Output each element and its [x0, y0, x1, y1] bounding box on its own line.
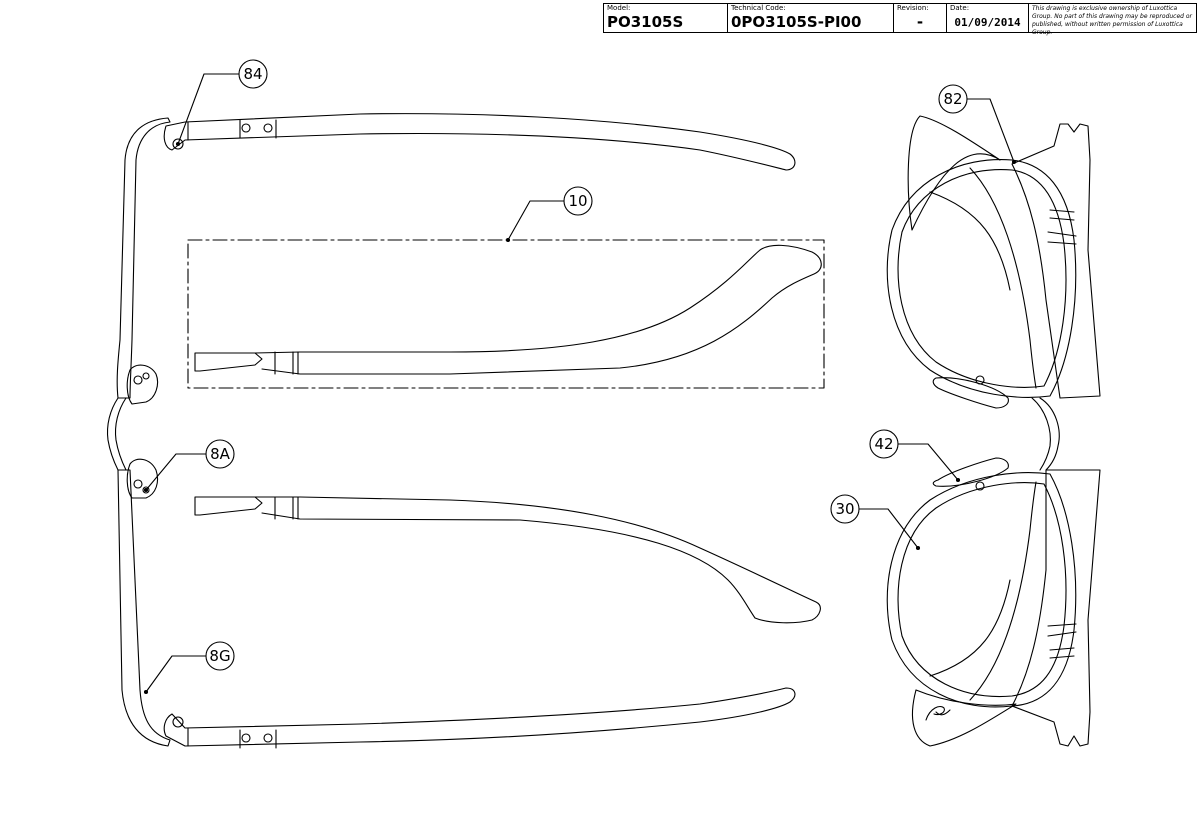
temple-tip-lower: [911, 689, 1017, 747]
callout-42-label: 42: [874, 435, 893, 453]
nose-pad-upper-screw: [975, 375, 985, 385]
callout-8g: 8G: [143, 641, 235, 695]
callout-42-dot: [955, 477, 961, 483]
hinge-block-upper: [126, 364, 159, 405]
lens-lower-reflection: [969, 481, 1037, 701]
front-frame-upper: [116, 117, 171, 399]
temple-upper-rivet-b: [263, 123, 273, 133]
callout-30-leader: [858, 508, 919, 549]
column-mark-4: [1047, 241, 1077, 245]
hinge-pin-upper-b: [142, 372, 150, 380]
persol-logo: [925, 705, 951, 721]
callout-82-leader: [966, 98, 1015, 163]
callout-10-leader: [507, 200, 565, 241]
callout-82-dot: [1011, 159, 1017, 165]
callout-84: 84: [175, 59, 268, 147]
date-cell: Date: 01/09/2014: [947, 4, 1029, 32]
lens-lower: [897, 482, 1067, 698]
revision-cell: Revision: -: [894, 4, 947, 32]
detail-temple: [194, 244, 822, 375]
front-frame-lower: [117, 469, 171, 747]
technical-code-label: Technical Code:: [731, 4, 786, 12]
technical-code-value: 0PO3105S-PI00: [731, 13, 862, 31]
hinge-block-lower: [126, 458, 159, 499]
callout-42-leader: [897, 443, 959, 481]
bridge-front: [1031, 397, 1060, 471]
callout-8a-label: 8A: [210, 445, 231, 463]
temple-arm-upper: [163, 113, 796, 171]
callout-10-dot: [505, 237, 511, 243]
model-label: Model:: [607, 4, 631, 12]
detail-box-border: [187, 239, 825, 389]
temple-tip-upper: [907, 115, 1001, 231]
callout-8g-label: 8G: [209, 647, 230, 665]
lens-upper-reflection-b: [929, 191, 1011, 291]
callout-82-label: 82: [943, 90, 962, 108]
temple-upper-rivet-a: [241, 123, 251, 133]
lens-lower-reflection-b: [929, 579, 1011, 677]
lens-rim-lower: [886, 472, 1077, 708]
callout-84-label: 84: [243, 65, 262, 83]
callout-84-dot: [175, 141, 181, 147]
temple-screw-lower: [172, 716, 184, 728]
temple-screw-upper: [172, 138, 184, 150]
callout-8a-leader: [145, 453, 207, 491]
callout-30-dot: [915, 545, 921, 551]
lens-rim-upper: [886, 159, 1077, 398]
callout-10-label: 10: [568, 192, 587, 210]
column-mark-6: [1047, 631, 1077, 637]
temple-lower-rivet-a: [241, 733, 251, 743]
bridge-top-view: [106, 397, 127, 471]
top-view: [106, 113, 821, 749]
temple-column-upper: [1011, 123, 1101, 399]
nose-pad-lower: [932, 457, 1009, 487]
callout-10: 10: [505, 186, 593, 243]
callout-84-leader: [177, 73, 240, 145]
callout-8g-dot: [143, 689, 149, 695]
hinge-pin-lower: [133, 479, 143, 489]
callout-42: 42: [869, 429, 961, 483]
callout-82: 82: [938, 84, 1017, 165]
lens-upper: [897, 168, 1067, 388]
temple-arm-lower: [163, 687, 796, 747]
nose-pad-lower-screw: [975, 481, 985, 491]
revision-label: Revision:: [897, 4, 929, 12]
ownership-note: This drawing is exclusive ownership of L…: [1032, 5, 1193, 36]
callout-30: 30: [830, 494, 921, 551]
column-mark-7: [1049, 647, 1075, 651]
lens-upper-reflection: [969, 167, 1037, 389]
technical-code-cell: Technical Code: 0PO3105S-PI00: [728, 4, 894, 32]
model-value: PO3105S: [607, 13, 684, 31]
detail-box: [187, 239, 825, 389]
column-mark-8: [1049, 655, 1075, 659]
title-block: Model: PO3105S Technical Code: 0PO3105S-…: [603, 3, 1197, 36]
callout-8g-leader: [145, 655, 207, 693]
callout-8a: 8A: [143, 439, 235, 493]
temple-column-lower: [1011, 469, 1101, 747]
date-label: Date:: [950, 4, 970, 12]
model-cell: Model: PO3105S: [604, 4, 728, 32]
temple-lower-rivet-b: [263, 733, 273, 743]
front-view: [886, 115, 1101, 747]
column-mark-5: [1047, 623, 1077, 627]
hinge-pin-lower-b: [142, 486, 150, 494]
revision-value: -: [916, 13, 924, 31]
column-mark-1: [1049, 209, 1075, 213]
nose-pad-upper: [932, 377, 1009, 409]
hinge-pin-upper: [133, 375, 143, 385]
callout-8a-dot: [143, 487, 149, 493]
callout-30-label: 30: [835, 500, 854, 518]
date-value: 01/09/2014: [954, 16, 1021, 29]
side-temple: [194, 496, 821, 624]
ownership-cell: This drawing is exclusive ownership of L…: [1029, 4, 1196, 36]
